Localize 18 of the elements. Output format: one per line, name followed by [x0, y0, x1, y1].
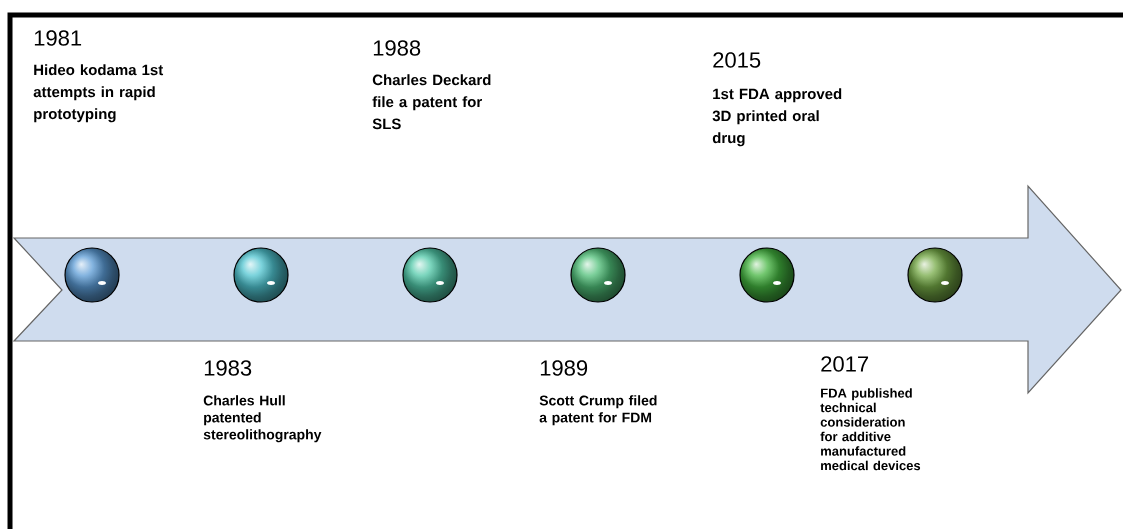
- year-label: 2017: [821, 356, 869, 372]
- event-description: FDA published technical consideration for additive manufactured medical devices: [820, 388, 921, 471]
- timeline-ball: [64, 247, 120, 303]
- year-label: 1981: [34, 30, 82, 46]
- year-label: 1983: [204, 360, 252, 376]
- timeline-ball: [739, 247, 795, 303]
- event-description: Scott Crump filed a patent for FDM: [539, 395, 657, 426]
- timeline-ball: [402, 247, 458, 303]
- year-label: 1988: [373, 40, 421, 56]
- event-description: 1st FDA approved 3D printed oral drug: [712, 88, 842, 147]
- year-label: 2015: [713, 52, 761, 68]
- event-description: Hideo kodama 1st attempts in rapid prototyping: [33, 64, 164, 123]
- event-description: Charles Hull patented stereolithography: [203, 395, 322, 443]
- year-label: 1989: [540, 360, 588, 376]
- timeline-ball: [570, 247, 626, 303]
- event-description: Charles Deckard file a patent for SLS: [372, 74, 491, 130]
- timeline-ball: [907, 247, 963, 303]
- timeline-ball: [233, 247, 289, 303]
